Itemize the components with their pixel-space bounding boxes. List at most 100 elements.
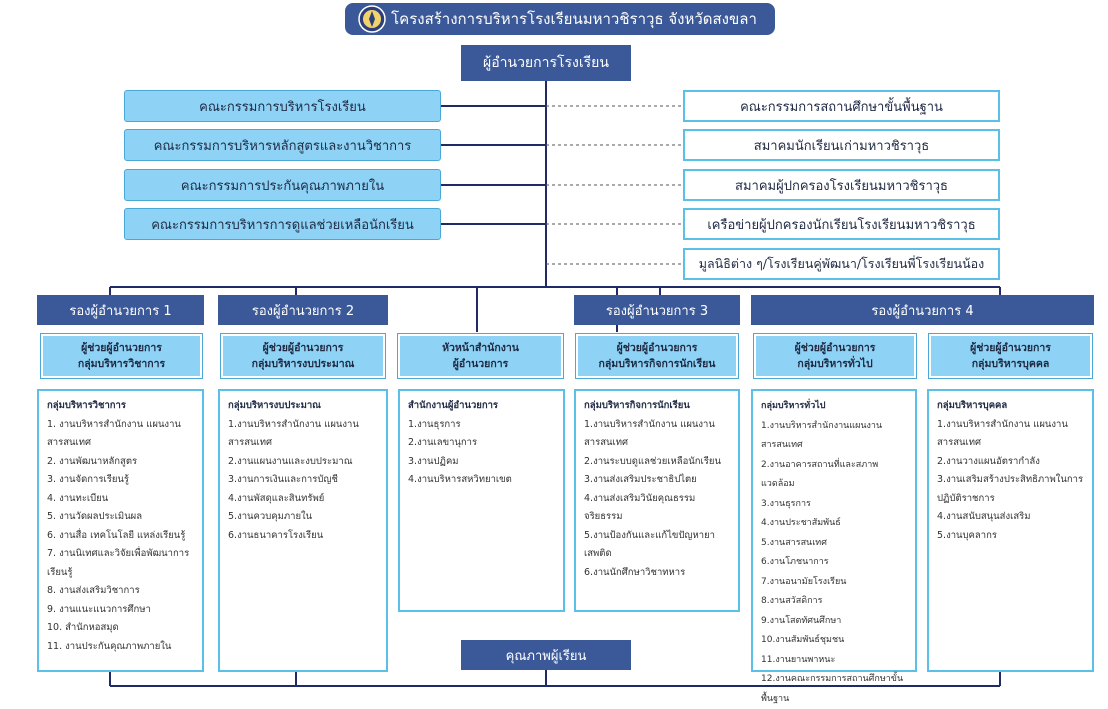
work-item: เรียนรู้: [47, 566, 73, 578]
work-group-box: กลุ่มบริหารกิจการนักเรียน 1.งานบริหารสำน…: [574, 389, 740, 612]
student-quality-label: คุณภาพผู้เรียน: [505, 648, 587, 664]
work-item: 2.งานระบบดูแลช่วยเหลือนักเรียน: [584, 455, 721, 467]
work-item: 7. งานนิเทศและวิจัยเพื่อพัฒนาการ: [47, 548, 190, 559]
deputy-label: รองผู้อำนวยการ 2: [251, 303, 355, 319]
work-item: 5. งานวัดผลประเมินผล: [47, 511, 143, 522]
assistant-box: ผู้ช่วยผู้อำนวยการ กลุ่มบริหารกิจการนักเ…: [575, 333, 739, 379]
work-item: 5.งานสารสนเทศ: [761, 537, 827, 548]
work-group-heading: กลุ่มบริหารทั่วไป: [761, 401, 826, 411]
work-item: 5.งานควบคุมภายใน: [228, 511, 313, 522]
committee-box: คณะกรรมการบริหารหลักสูตรและงานวิชาการ: [124, 129, 441, 161]
work-item: 9. งานแนะแนวการศึกษา: [47, 603, 151, 615]
work-item: 4.งานบริหารสหวิทยาเขต: [408, 474, 512, 485]
committee-label: คณะกรรมการประกันคุณภาพภายใน: [180, 178, 385, 194]
work-item: 3.งานปฏิคม: [408, 455, 459, 467]
committee-label: คณะกรรมการบริหารโรงเรียน: [199, 99, 366, 115]
work-item: 4.งานสนับสนุนส่งเสริม: [937, 511, 1031, 522]
work-item: 4.งานพัสดุและสินทรัพย์: [228, 492, 325, 504]
work-item: 2.งานแผนงานและงบประมาณ: [228, 455, 353, 467]
partner-label: สมาคมนักเรียนเก่ามหาวชิราวุธ: [753, 138, 930, 154]
connector-lines: [109, 81, 1001, 687]
deputy-box: รองผู้อำนวยการ 1: [37, 295, 204, 325]
partner-label: สมาคมผู้ปกครองโรงเรียนมหาวชิราวุธ: [735, 178, 948, 194]
work-group-heading: กลุ่มบริหารงบประมาณ: [228, 400, 321, 411]
partner-box: มูลนิธิต่าง ๆ/โรงเรียนคู่พัฒนา/โรงเรียนพ…: [683, 248, 1000, 280]
work-item: 9.งานโสตทัศนศึกษา: [761, 615, 842, 626]
work-item: 1.งานบริหารสำนักงาน แผนงาน: [937, 418, 1068, 430]
chart-title-text: โครงสร้างการบริหารโรงเรียนมหาวชิราวุธ จั…: [391, 10, 757, 28]
work-item: จริยธรรม: [584, 511, 623, 522]
deputy-label: รองผู้อำนวยการ 3: [605, 303, 709, 319]
partner-box: เครือข่ายผู้ปกครองนักเรียนโรงเรียนมหาวชิ…: [683, 208, 1000, 240]
work-item: สารสนเทศ: [584, 437, 629, 448]
assistant-box: ผู้ช่วยผู้อำนวยการ กลุ่มบริหารบุคคล: [928, 333, 1093, 379]
work-item: 1.งานบริหารสำนักงานแผนงานสารสนเทศ: [761, 420, 883, 451]
chart-title: โครงสร้างการบริหารโรงเรียนมหาวชิราวุธ จั…: [345, 3, 775, 35]
work-item: 4. งานทะเบียน: [47, 492, 109, 504]
director-box: ผู้อำนวยการโรงเรียน: [461, 45, 631, 81]
assistant-title: ผู้ช่วยผู้อำนวยการ: [616, 342, 698, 354]
work-item: สารสนเทศ: [937, 437, 982, 448]
deputy-box: รองผู้อำนวยการ 4: [751, 295, 1094, 325]
committee-label: คณะกรรมการบริหารหลักสูตรและงานวิชาการ: [153, 138, 412, 154]
work-item: 1.งานธุรการ: [408, 418, 461, 430]
work-item: 7.งานอนามัยโรงเรียน: [761, 576, 847, 587]
partner-label: คณะกรรมการสถานศึกษาขั้นพื้นฐาน: [740, 99, 943, 115]
work-group-box: กลุ่มบริหารงบประมาณ 1.งานบริหารสำนักงาน …: [218, 389, 388, 672]
work-item: 3. งานจัดการเรียนรู้: [47, 474, 129, 485]
work-item: 6.งานโภชนาการ: [761, 557, 829, 567]
work-item: 2.งานวางแผนอัตรากำลัง: [937, 455, 1040, 467]
work-item: 2.งานเลขานุการ: [408, 437, 478, 448]
assistant-box: ผู้ช่วยผู้อำนวยการ กลุ่มบริหารวิชาการ: [40, 333, 203, 379]
committee-box: คณะกรรมการบริหารโรงเรียน: [124, 90, 441, 122]
partner-label: มูลนิธิต่าง ๆ/โรงเรียนคู่พัฒนา/โรงเรียนพ…: [698, 256, 985, 271]
work-group-heading: กลุ่มบริหารบุคคล: [937, 400, 1008, 411]
work-item: 1.งานบริหารสำนักงาน แผนงาน: [584, 418, 715, 430]
assistant-box: ผู้ช่วยผู้อำนวยการ กลุ่มบริหารทั่วไป: [753, 333, 917, 379]
partner-box: สมาคมผู้ปกครองโรงเรียนมหาวชิราวุธ: [683, 169, 1000, 201]
work-group-heading: สำนักงานผู้อำนวยการ: [408, 400, 499, 411]
work-item: 1.งานบริหารสำนักงาน แผนงาน: [228, 418, 359, 430]
work-item: 11. งานประกันคุณภาพภายใน: [47, 640, 172, 652]
work-item: 10. สำนักหอสมุด: [47, 622, 119, 633]
assistant-group: กลุ่มบริหารกิจการนักเรียน: [598, 358, 716, 370]
work-item: 4.งานประชาสัมพันธ์: [761, 518, 841, 528]
deputy-label: รองผู้อำนวยการ 1: [69, 303, 172, 319]
assistant-box: หัวหน้าสำนักงาน ผู้อำนวยการ: [397, 333, 564, 379]
partner-label: เครือข่ายผู้ปกครองนักเรียนโรงเรียนมหาวชิ…: [707, 217, 976, 233]
work-group-heading: กลุ่มบริหารวิชาการ: [47, 400, 126, 411]
work-item: 8. งานส่งเสริมวิชาการ: [47, 585, 140, 596]
work-item: 6. งานสื่อ เทคโนโลยี แหล่งเรียนรู้: [47, 529, 186, 541]
assistant-group: ผู้อำนวยการ: [452, 358, 509, 370]
work-group-box: กลุ่มบริหารบุคคล 1.งานบริหารสำนักงาน แผน…: [927, 389, 1094, 672]
partner-box: สมาคมนักเรียนเก่ามหาวชิราวุธ: [683, 129, 1000, 161]
director-label: ผู้อำนวยการโรงเรียน: [483, 55, 609, 71]
work-group-heading: กลุ่มบริหารกิจการนักเรียน: [584, 400, 690, 411]
student-quality-box: คุณภาพผู้เรียน: [461, 640, 631, 670]
committee-label: คณะกรรมการบริหารการดูแลช่วยเหลือนักเรียน: [151, 217, 414, 233]
work-item: 3.งานธุรการ: [761, 498, 811, 509]
assistant-title: ผู้ช่วยผู้อำนวยการ: [81, 342, 162, 354]
assistant-group: กลุ่มบริหารงบประมาณ: [251, 358, 355, 370]
work-item: 3.งานเสริมสร้างประสิทธิภาพในการ: [937, 474, 1084, 485]
work-item: 1. งานบริหารสำนักงาน แผนงาน: [47, 418, 181, 430]
work-item: ปฏิบัติราชการ: [937, 492, 995, 504]
work-item: 6.งานธนาคารโรงเรียน: [228, 529, 324, 541]
work-group-box: สำนักงานผู้อำนวยการ 1.งานธุรการ 2.งานเลขา…: [398, 389, 565, 612]
work-group-box: กลุ่มบริหารวิชาการ 1. งานบริหารสำนักงาน …: [37, 389, 204, 672]
committee-box: คณะกรรมการประกันคุณภาพภายใน: [124, 169, 441, 201]
assistant-title: หัวหน้าสำนักงาน: [442, 342, 519, 354]
committee-box: คณะกรรมการบริหารการดูแลช่วยเหลือนักเรียน: [124, 208, 441, 240]
assistant-title: ผู้ช่วยผู้อำนวยการ: [794, 342, 876, 354]
work-item: 6.งานนักศึกษาวิชาทหาร: [584, 566, 686, 578]
assistant-group: กลุ่มบริหารวิชาการ: [77, 358, 166, 370]
assistant-box: ผู้ช่วยผู้อำนวยการ กลุ่มบริหารงบประมาณ: [220, 333, 386, 379]
assistant-title: ผู้ช่วยผู้อำนวยการ: [970, 342, 1051, 354]
partner-box: คณะกรรมการสถานศึกษาขั้นพื้นฐาน: [683, 90, 1000, 122]
work-group-box: กลุ่มบริหารทั่วไป 1.งานบริหารสำนักงานแผน…: [751, 389, 917, 704]
work-item: 4.งานส่งเสริมวินัยคุณธรรม: [584, 492, 696, 504]
deputy-box: รองผู้อำนวยการ 2: [218, 295, 388, 325]
work-item: 3.งานส่งเสริมประชาธิปไตย: [584, 474, 697, 485]
work-item: 11.งานยานพาหนะ: [761, 654, 836, 665]
assistant-title: ผู้ช่วยผู้อำนวยการ: [262, 342, 344, 354]
